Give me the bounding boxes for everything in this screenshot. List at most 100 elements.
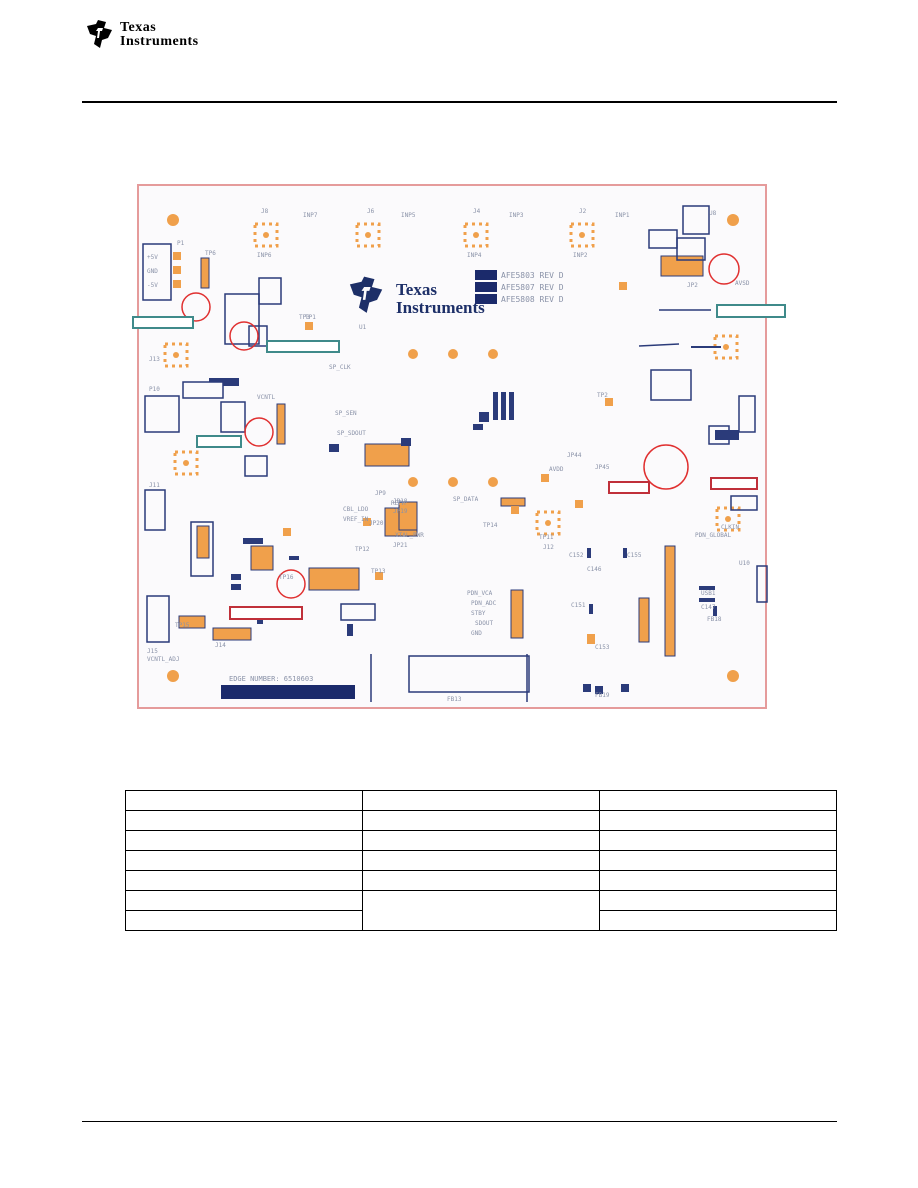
silk-label: JP18 [393,498,408,505]
silk-label: SDOUT [475,620,494,627]
callout-box-blue [266,340,340,353]
silk-label: C151 [571,602,586,609]
silk-label: JP9 [375,490,386,497]
silk-label: STBY [471,610,486,617]
silk-label: USB1 [701,590,716,597]
silk-label: J11 [149,482,160,489]
table-cell [125,810,363,831]
rev-marker [475,282,497,292]
board-logo-line1: Texas [396,280,437,299]
table-cell [599,830,837,851]
silk-label: JP44 [567,452,582,459]
rev-text: AFE5803 REV D [501,271,564,280]
silk-label: P10 [149,386,160,393]
pcb-board-image: Texas Instruments AFE5803 REV D AFE5807 … [137,184,768,709]
serial-bar [221,685,355,699]
silk-label: C155 [627,552,642,559]
table-cell [362,790,600,811]
silk-label: J2 [579,208,587,215]
silk-label: TP11 [539,534,554,541]
silk-label: JP45 [595,464,610,471]
ti-logo: Texas Instruments [84,18,234,54]
table-cell [599,890,837,911]
silk-label: AVSD [735,280,750,287]
footer-rule [82,1121,837,1122]
silk-label: J12 [543,544,554,551]
silk-label: P1 [177,240,185,247]
table-row [125,850,837,871]
rev-text: AFE5808 REV D [501,295,564,304]
table-cell [362,850,600,871]
silk-label: J15 [147,648,158,655]
table-cell [125,790,363,811]
table-cell [362,810,600,831]
table-cell [125,850,363,871]
logo-line2: Instruments [120,34,199,49]
silk-label: JP2 [687,282,698,289]
silk-label: PDN_ADC [471,600,497,607]
silk-label: GND [471,630,482,637]
callout-box-red [229,606,303,620]
silk-label: VREF_IN [343,516,369,523]
silk-label: J14 [215,642,226,649]
callout-box-red [608,481,650,494]
silk-label: SP_SEN [335,410,357,417]
silk-label: FB13 [447,696,462,703]
silk-label: TP13 [371,568,386,575]
silk-label: VCNTL_ADJ [147,656,180,663]
silk-label: CBL_LDO [343,506,369,513]
silk-label: INP1 [615,212,630,219]
silk-label: FB19 [595,692,610,699]
silk-label: JP19 [393,508,408,515]
callout-box-blue [716,304,786,318]
pcb-artwork [142,205,768,702]
table-row [125,790,837,811]
table-cell [599,870,837,891]
silk-label: GND [147,268,158,275]
ti-logo-text: Texas Instruments [120,20,199,49]
callout-box-blue [196,435,242,448]
table-cell [599,910,837,931]
rev-marker [475,270,497,280]
silk-label: FB18 [707,616,722,623]
silk-label: J6 [367,208,375,215]
logo-line1: Texas [120,20,157,35]
silk-label: TP2 [597,392,608,399]
silk-label: -5V [147,282,158,289]
silk-label: SP_CLK [329,364,351,371]
silk-label: SP_DATA [453,496,479,503]
silk-label: INP2 [573,252,588,259]
silk-label: VCNTL [257,394,276,401]
silk-label: C153 [595,644,610,651]
callout-box-red [710,477,758,490]
silk-label: TP16 [279,574,294,581]
rev-marker [475,294,497,304]
silk-label: TP15 [175,622,190,629]
silk-label: C147 [701,604,716,611]
silk-label: INP6 [257,252,272,259]
board-ti-logo: Texas Instruments [344,274,544,324]
silk-label: INP3 [509,212,524,219]
silk-label: U8 [709,210,717,217]
silk-label: +5V [147,254,158,261]
serial-label: EDGE NUMBER: 6510603 [229,675,314,683]
silk-label: SP_SDOUT [337,430,366,437]
board-ti-logo-icon [349,276,383,313]
settings-table [125,790,837,931]
header-rule [82,101,837,103]
silk-label: PDN_VCA [467,590,493,597]
table-cell [125,830,363,851]
silk-label: CLKIN [721,524,740,531]
callout-box-blue [132,316,194,329]
silk-label: TP3 [299,314,310,321]
silk-label: J8 [261,208,269,215]
silk-label: JP21 [393,542,408,549]
silk-label: TP14 [483,522,498,529]
silk-label: J4 [473,208,481,215]
table-cell [362,830,600,851]
table-row [125,830,837,851]
table-cell [125,910,363,931]
silk-label: C152 [569,552,584,559]
silk-label: XTAL_PWR [395,532,424,539]
table-cell [599,790,837,811]
